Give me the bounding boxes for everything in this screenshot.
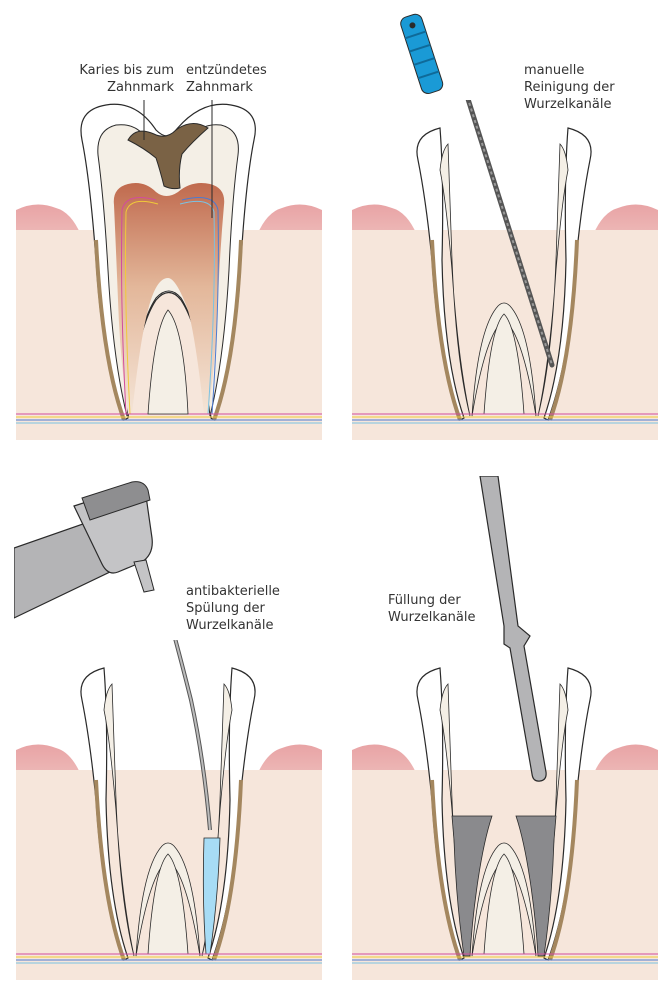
label-inflamed-pulp: entzündetes Zahnmark (186, 62, 267, 96)
filling-plugger (470, 476, 570, 786)
panel-manual-cleaning (352, 120, 658, 420)
tooth-caries-illustration (16, 100, 322, 440)
file-handle (392, 8, 452, 108)
label-filling: Füllung der Wurzelkanäle (388, 592, 476, 626)
panel-irrigation (16, 660, 322, 960)
tooth-irrigation-illustration (16, 640, 322, 980)
dental-handpiece (14, 478, 164, 654)
label-irrigation: antibakterielle Spülung der Wurzelkanäle (186, 583, 280, 634)
panel-caries (16, 120, 322, 420)
label-caries: Karies bis zum Zahnmark (40, 62, 174, 96)
label-manual-cleaning: manuelle Reinigung der Wurzelkanäle (524, 62, 615, 113)
tooth-file-illustration (352, 100, 658, 440)
